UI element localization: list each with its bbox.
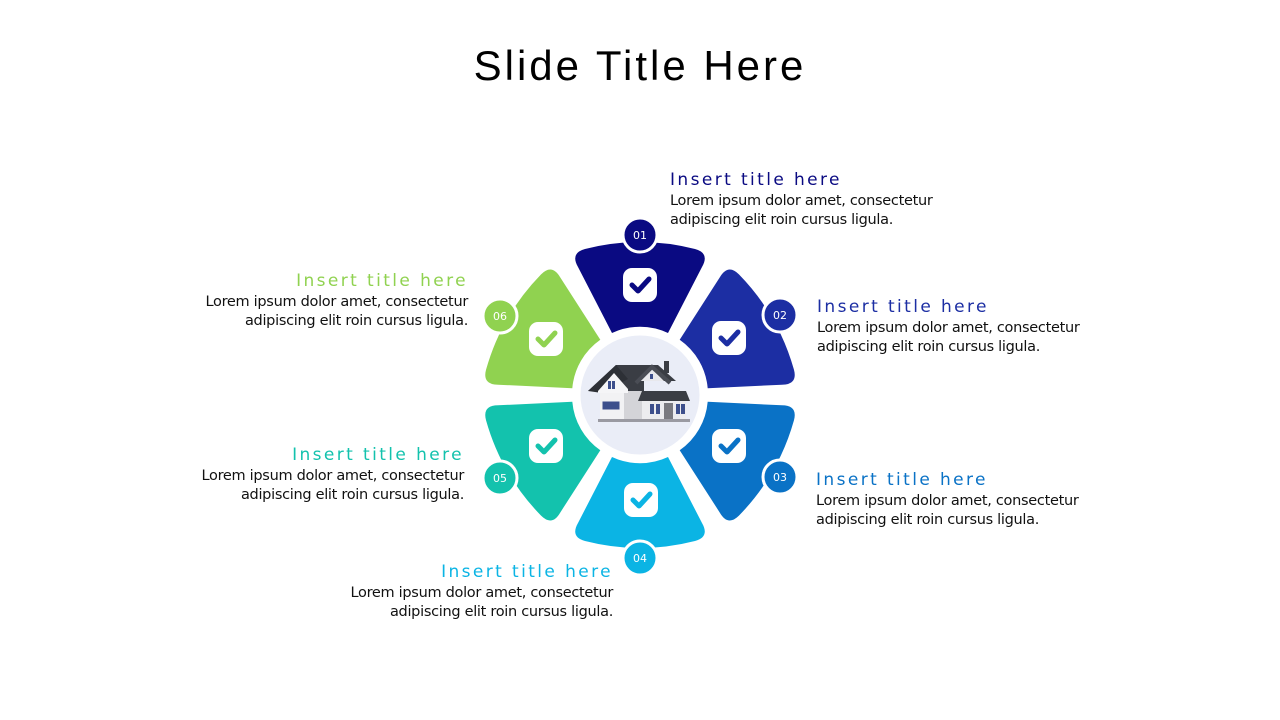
number-badge-05: 05 [481,459,519,497]
check-icon [529,429,563,463]
number-badge-01: 01 [621,216,659,254]
item-01-description-line1: Lorem ipsum dolor amet, consectetur [670,193,933,209]
item-05-description-line2: adipiscing elit roin cursus ligula. [240,487,464,503]
number-badge-02: 02 [761,296,799,334]
item-04-description-line1: Lorem ipsum dolor amet, consectetur [350,585,613,601]
item-05-text: Insert title here Lorem ipsum dolor amet… [164,444,464,505]
item-05-description-line1: Lorem ipsum dolor amet, consectetur [201,468,464,484]
item-04-description-line2: adipiscing elit roin cursus ligula. [389,604,613,620]
item-01-description-line2: adipiscing elit roin cursus ligula. [670,212,894,228]
number-badge-03: 03 [761,458,799,496]
item-03-description-line2: adipiscing elit roin cursus ligula. [816,512,1040,528]
check-icon [712,429,746,463]
house-icon [588,361,690,422]
svg-text:02: 02 [773,309,787,322]
item-05-title: Insert title here [292,445,464,465]
svg-text:06: 06 [493,310,507,323]
svg-text:04: 04 [633,552,647,565]
item-06-text: Insert title here Lorem ipsum dolor amet… [168,270,468,331]
item-06-title: Insert title here [296,271,468,291]
item-01-title: Insert title here [670,170,842,190]
slide-title: Slide Title Here [473,42,807,89]
check-icon [529,322,563,356]
item-02-text: Insert title here Lorem ipsum dolor amet… [817,296,1117,357]
item-02-title: Insert title here [817,297,989,317]
item-02-description-line2: adipiscing elit roin cursus ligula. [817,339,1041,355]
number-badge-04: 04 [621,539,659,577]
check-icon [623,268,657,302]
item-06-description-line2: adipiscing elit roin cursus ligula. [244,313,468,329]
item-03-description-line1: Lorem ipsum dolor amet, consectetur [816,493,1079,509]
item-04-title: Insert title here [441,562,613,582]
svg-text:05: 05 [493,472,507,485]
item-02-description-line1: Lorem ipsum dolor amet, consectetur [817,320,1080,336]
item-06-description-line1: Lorem ipsum dolor amet, consectetur [205,294,468,310]
svg-text:03: 03 [773,471,787,484]
check-icon [624,483,658,517]
item-03-text: Insert title here Lorem ipsum dolor amet… [816,469,1116,530]
item-04-text: Insert title here Lorem ipsum dolor amet… [313,561,613,622]
number-badge-06: 06 [481,297,519,335]
item-03-title: Insert title here [816,470,988,490]
check-icon [712,321,746,355]
svg-text:01: 01 [633,229,647,242]
item-01-text: Insert title here Lorem ipsum dolor amet… [670,169,970,230]
